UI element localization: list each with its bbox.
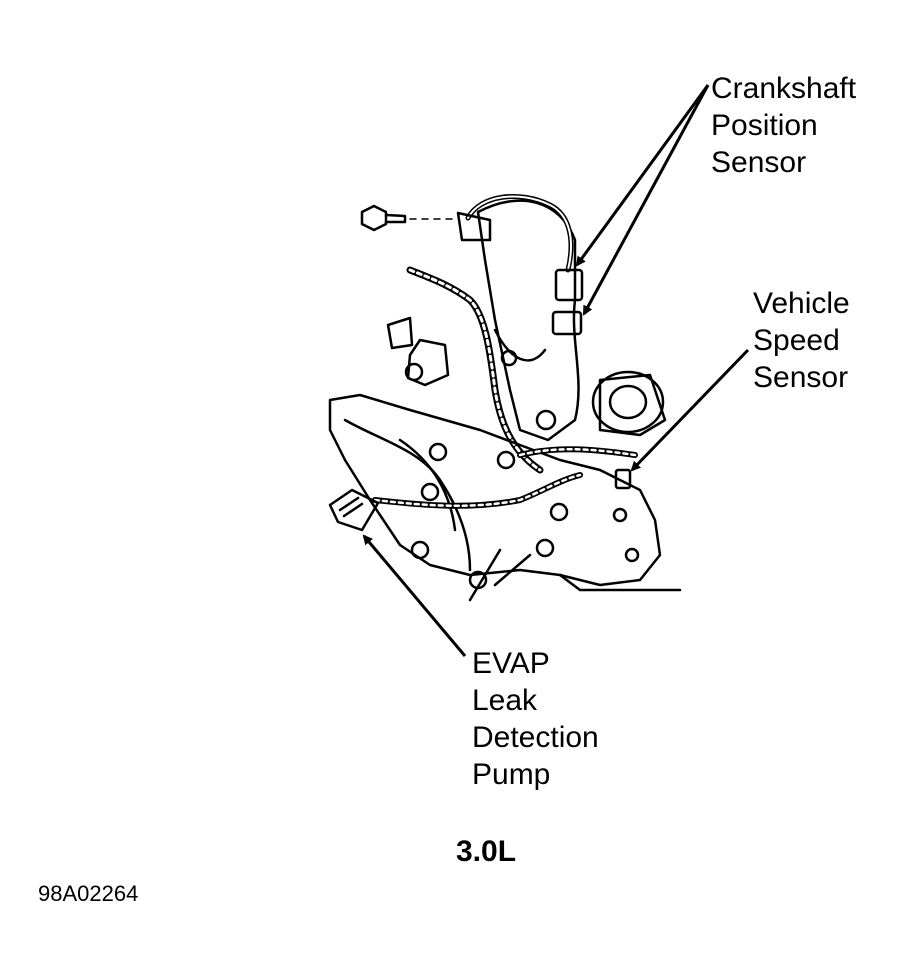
leader-lines: [362, 84, 750, 657]
evap-label-line-2: Leak: [472, 684, 538, 717]
figure-id: 98A02264: [38, 881, 139, 906]
vss-label-line-1: Vehicle: [753, 287, 850, 320]
vss-label-line-2: Speed: [753, 324, 840, 357]
crankshaft-label-line-3: Sensor: [711, 146, 807, 179]
evap-arrow: [362, 534, 467, 657]
evap-label-line-3: Detection: [472, 721, 599, 754]
vss-label-line-3: Sensor: [753, 361, 849, 394]
crankshaft-position-sensor-label: Crankshaft Position Sensor: [711, 70, 856, 181]
crankshaft-label-line-2: Position: [711, 109, 818, 142]
vehicle-speed-sensor-label: Vehicle Speed Sensor: [753, 285, 850, 396]
evap-label-line-4: Pump: [472, 758, 551, 791]
engine-drawing: [328, 193, 682, 602]
engine-caption: 3.0L: [456, 835, 517, 868]
crankshaft-arrow-1: [575, 84, 710, 267]
crankshaft-label-line-1: Crankshaft: [711, 72, 857, 105]
crankshaft-arrow-2: [582, 84, 710, 316]
vss-arrow: [630, 348, 750, 472]
evap-label-line-1: EVAP: [472, 647, 550, 680]
evap-leak-detection-pump-label: EVAP Leak Detection Pump: [472, 645, 599, 793]
